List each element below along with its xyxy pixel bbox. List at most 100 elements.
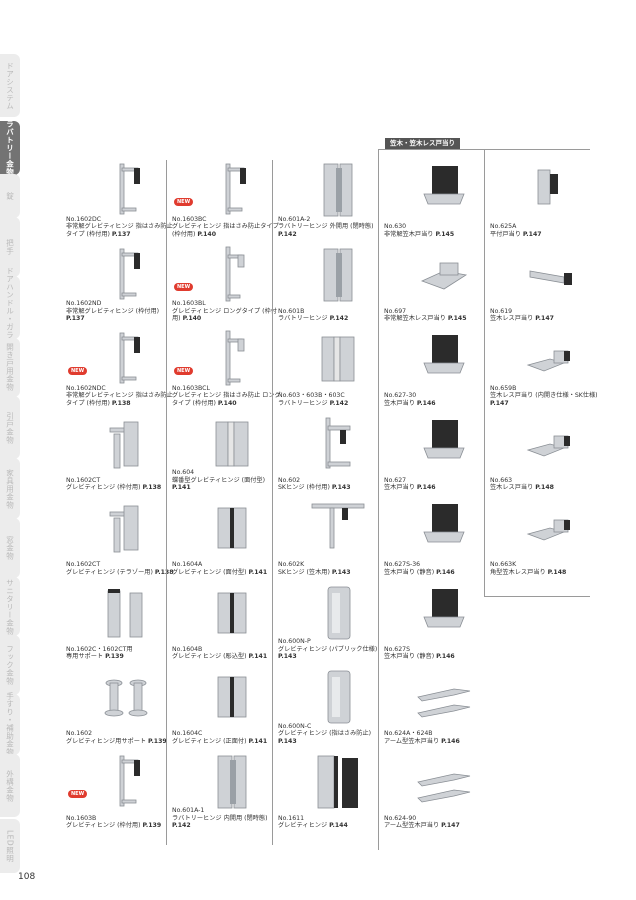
page-reference[interactable]: P.147: [441, 822, 460, 830]
page-reference[interactable]: P.148: [547, 568, 567, 576]
page-reference[interactable]: P.146: [416, 399, 436, 407]
page-reference[interactable]: P.140: [182, 315, 202, 323]
page-reference[interactable]: P.147: [522, 230, 542, 238]
side-tab-4[interactable]: ドアハンドル・ガラス: [0, 267, 20, 347]
angle-stop-icon: [526, 519, 570, 541]
page-reference[interactable]: P.145: [447, 315, 467, 323]
page-reference[interactable]: P.142: [172, 822, 191, 830]
side-tab-6[interactable]: 引戸金物: [0, 396, 20, 460]
page-reference[interactable]: P.142: [329, 399, 349, 407]
product-number: No.1602DC: [66, 215, 102, 223]
page-reference[interactable]: P.146: [441, 737, 460, 745]
page-reference[interactable]: P.143: [278, 653, 297, 661]
product-description: 非常解笠木戸当り: [384, 230, 434, 238]
page-reference[interactable]: P.138: [154, 568, 174, 576]
new-badge: NEW: [68, 367, 88, 375]
page-reference[interactable]: P.143: [331, 484, 351, 492]
page-reference[interactable]: P.142: [329, 315, 349, 323]
page-reference[interactable]: P.141: [248, 568, 268, 576]
page-reference[interactable]: P.140: [197, 230, 217, 238]
side-tab-12[interactable]: 外構金物: [0, 754, 20, 818]
side-tab-8[interactable]: 窓金物: [0, 518, 20, 578]
page-reference[interactable]: P.141: [248, 737, 268, 745]
page-reference[interactable]: P.137: [111, 230, 131, 238]
page-reference[interactable]: P.147: [490, 399, 509, 407]
page-reference[interactable]: P.146: [416, 484, 436, 492]
product-number: No.601A-2: [278, 215, 311, 223]
page-reference[interactable]: P.141: [172, 484, 191, 492]
page-reference[interactable]: P.139: [142, 822, 162, 830]
side-tab-9[interactable]: サニタリー金物: [0, 576, 20, 637]
panel-hinge-icon: [317, 755, 358, 808]
page-reference[interactable]: P.140: [217, 399, 237, 407]
page-reference[interactable]: P.146: [436, 568, 455, 576]
butt-hinge-icon: [215, 421, 249, 466]
product-description: 非常解笠木レス戸当り: [384, 315, 446, 323]
page-reference[interactable]: P.146: [436, 653, 455, 661]
side-tab-5[interactable]: 開き戸用金物: [0, 337, 20, 398]
side-tab-11[interactable]: 手すり・補助金物: [0, 692, 20, 756]
product-description: 笠木レス戸当り: [490, 484, 534, 492]
product-item[interactable]: No.1602C・1602CT用専用サポート P.139: [66, 577, 168, 661]
page-reference[interactable]: P.141: [248, 653, 268, 661]
page-reference[interactable]: P.139: [105, 653, 124, 661]
page-reference[interactable]: P.145: [435, 230, 455, 238]
side-tab-13[interactable]: LED照明: [0, 819, 20, 874]
side-tab-10[interactable]: フック金物: [0, 635, 20, 695]
page-reference[interactable]: P.143: [331, 568, 351, 576]
page-reference[interactable]: P.137: [66, 315, 85, 323]
side-tab-0[interactable]: ドアシステム: [0, 54, 20, 117]
page-reference[interactable]: P.138: [142, 484, 162, 492]
side-tab-2[interactable]: 錠: [0, 174, 20, 218]
page-reference[interactable]: P.138: [111, 399, 131, 407]
page-reference[interactable]: P.142: [278, 230, 297, 238]
product-number: No.663: [490, 476, 513, 484]
page-reference[interactable]: P.148: [535, 484, 554, 492]
page-reference[interactable]: P.144: [329, 822, 348, 830]
page-reference[interactable]: P.147: [535, 315, 554, 323]
side-tab-1[interactable]: ラバトリー金物: [0, 120, 20, 176]
side-tab-3[interactable]: 把手: [0, 217, 20, 277]
side-tab-7[interactable]: 家具用金物: [0, 458, 20, 520]
page-reference[interactable]: P.139: [148, 737, 167, 745]
page-reference[interactable]: P.143: [278, 737, 297, 745]
